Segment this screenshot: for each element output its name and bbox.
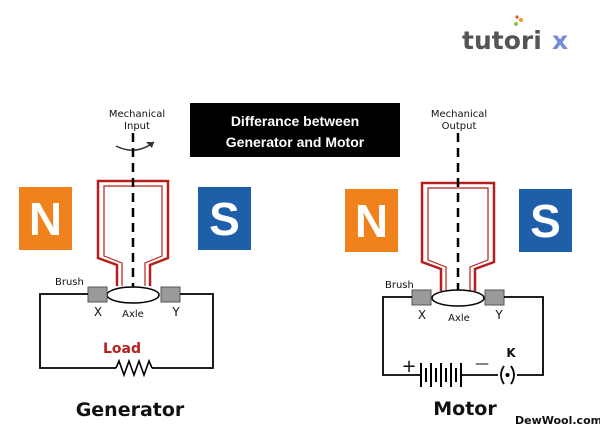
switch-label: K — [506, 346, 516, 360]
motor-terminal-x: X — [418, 308, 426, 322]
logo-dot — [514, 22, 518, 26]
load-resistor-icon — [115, 358, 153, 378]
generator-brush-y — [160, 286, 181, 303]
motor-mechanical-label-1: Mechanical — [431, 109, 487, 120]
generator-mechanical-label-1: Mechanical — [109, 109, 165, 120]
generator-terminal-x: X — [94, 305, 102, 319]
generator-south-magnet — [198, 187, 251, 250]
title-box: Differance between Generator and Motor — [190, 103, 400, 157]
generator-diagram: Mechanical Input N S Brush X Y Axle Load… — [19, 109, 251, 421]
generator-axle-label: Axle — [122, 309, 144, 320]
motor-south-letter: S — [530, 195, 561, 247]
generator-terminal-y: Y — [171, 305, 180, 319]
generator-brush-x — [87, 286, 108, 303]
logo-dot — [515, 15, 519, 19]
generator-caption: Generator — [76, 399, 185, 421]
battery-minus-sign: — — [475, 356, 489, 372]
tutorix-logo: tutori x — [462, 15, 568, 55]
generator-mechanical-label-2: Input — [124, 121, 150, 132]
motor-wire-right — [504, 296, 544, 376]
generator-wire-left — [39, 293, 116, 369]
motor-south-magnet — [519, 189, 572, 252]
motor-wire-left — [382, 296, 421, 376]
logo-dot — [519, 18, 523, 22]
title-line-1: Differance between — [231, 113, 359, 129]
title-line-2: Generator and Motor — [226, 134, 365, 150]
rotation-arrowhead-icon — [146, 142, 154, 148]
watermark-text: DewWool.com — [515, 414, 600, 427]
generator-north-magnet — [19, 187, 72, 250]
motor-brush-y — [484, 289, 505, 306]
motor-mechanical-label-2: Output — [442, 121, 477, 132]
logo-x-mark: x — [552, 26, 568, 55]
motor-brush-label: Brush — [385, 280, 414, 291]
generator-north-letter: N — [29, 193, 62, 245]
load-label: Load — [103, 341, 141, 357]
title-background — [190, 103, 400, 157]
logo-text: tutori — [462, 26, 542, 55]
motor-axle — [431, 289, 485, 307]
motor-north-letter: N — [355, 195, 388, 247]
generator-wire-right — [152, 293, 214, 369]
motor-diagram: Mechanical Output N S — [345, 109, 572, 420]
battery-plus-sign: + — [401, 356, 416, 377]
motor-north-magnet — [345, 189, 398, 252]
generator-axle — [106, 286, 160, 304]
motor-coil-inner — [427, 187, 489, 291]
generator-brush-label: Brush — [55, 277, 84, 288]
motor-axle-label: Axle — [448, 313, 470, 324]
battery-icon — [420, 363, 498, 387]
motor-brush-x — [411, 289, 432, 306]
generator-south-letter: S — [209, 193, 240, 245]
switch-icon — [500, 365, 515, 385]
motor-caption: Motor — [433, 398, 497, 420]
motor-terminal-y: Y — [494, 308, 503, 322]
